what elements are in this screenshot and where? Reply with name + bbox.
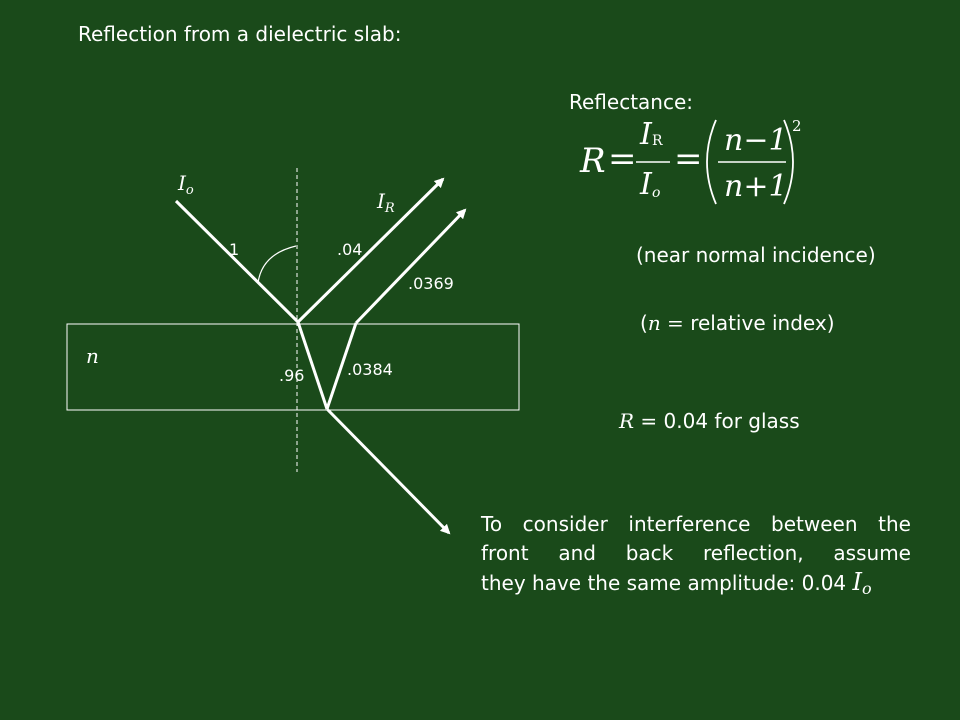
first-reflection-value: .04 [337, 240, 363, 259]
slide-title: Reflection from a dielectric slab: [78, 22, 402, 46]
formula-IR-subscript: R [652, 133, 663, 149]
relative-index-note: (n = relative index) [640, 311, 835, 335]
relative-index-eq: = [660, 311, 691, 335]
relative-index-open: ( [640, 311, 648, 335]
interference-paragraph: To consider interference between the fro… [481, 510, 911, 599]
transmitted-ray [296, 321, 329, 410]
paragraph-line-3: they have the same amplitude: 0.04 Io [481, 568, 872, 598]
paragraph-Io: Io [852, 568, 872, 598]
incident-ray [174, 199, 300, 324]
internal-reflected-ray [325, 322, 358, 410]
relative-index-text: relative index) [690, 311, 835, 335]
reflected-intensity-label: IR [377, 189, 395, 216]
glass-text: = 0.04 for glass [634, 409, 800, 433]
incidence-angle-arc [257, 245, 297, 284]
incident-value: 1 [229, 240, 240, 259]
glass-R: R [619, 409, 635, 433]
transmitted-value: .96 [279, 366, 305, 385]
formula-numerator: n−1 [724, 123, 788, 158]
relative-index-n: n [647, 311, 661, 335]
reflectance-heading: Reflectance: [569, 90, 694, 114]
exit-transmitted-ray [325, 407, 451, 535]
paragraph-line-2: front and back reflection, assume [481, 541, 911, 565]
incident-intensity-label: Io [178, 171, 194, 198]
formula-Io-subscript: o [652, 185, 661, 201]
glass-note: R = 0.04 for glass [619, 409, 800, 433]
paragraph-line-1: To consider interference between the [481, 512, 911, 536]
internal-reflection-value: .0384 [347, 360, 393, 379]
dielectric-slab [66, 323, 520, 411]
medium-index-label: n [86, 344, 99, 368]
incident-intensity-sub: o [185, 183, 194, 198]
first-reflected-ray [296, 177, 445, 324]
formula-IR-numerator: I [640, 117, 652, 152]
formula-equals-1: = [608, 139, 637, 179]
formula-denominator: n+1 [724, 169, 788, 204]
formula-Io-denominator: I [640, 167, 652, 202]
formula-R: R [580, 141, 606, 181]
reflected-intensity-sub: R [384, 201, 395, 216]
second-reflection-value: .0369 [408, 274, 454, 293]
second-reflected-ray [354, 208, 467, 325]
near-normal-note: (near normal incidence) [636, 243, 876, 267]
formula-exponent: 2 [792, 117, 802, 135]
formula-equals-2: = [674, 139, 703, 179]
